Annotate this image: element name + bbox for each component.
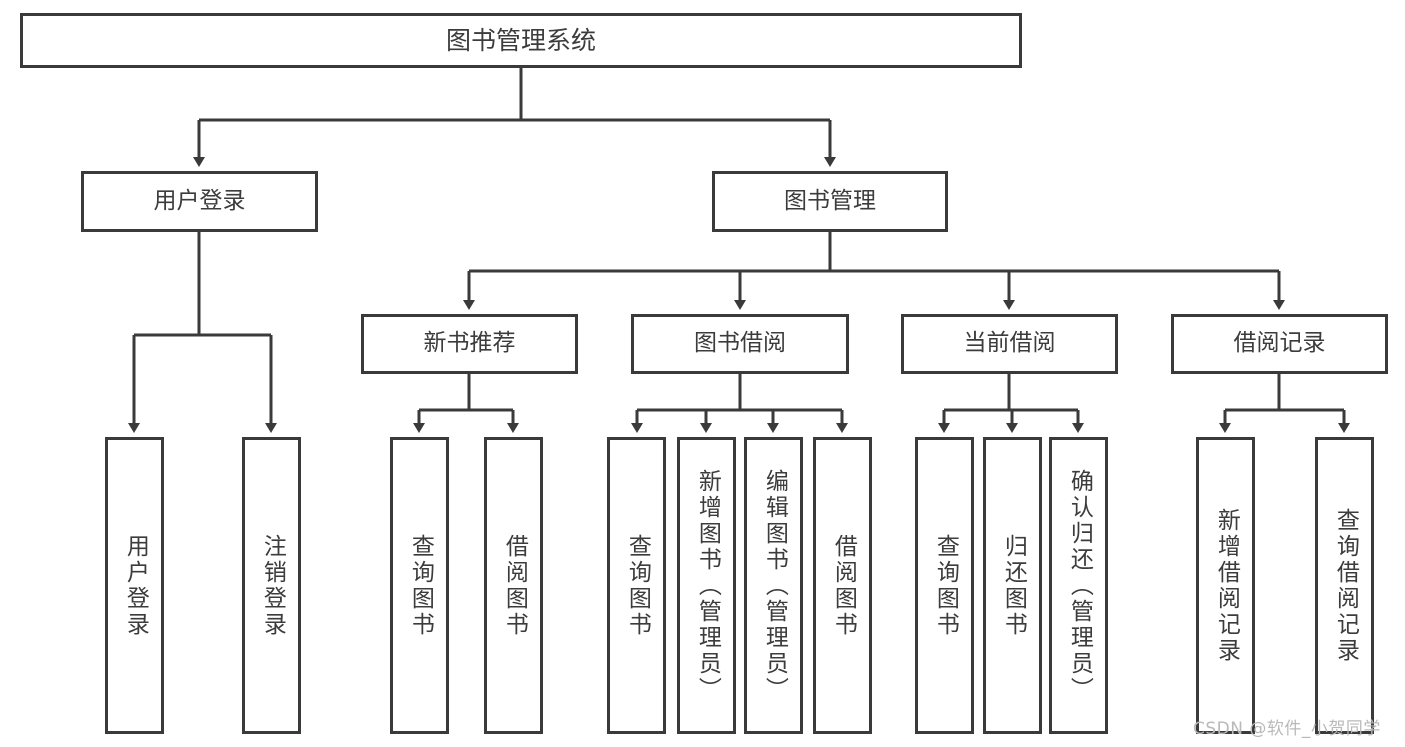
node-label: 查询借阅记录: [1332, 507, 1359, 664]
watermark: CSDN @软件_小贺同学: [1193, 719, 1381, 739]
leaf-user-login[interactable]: 用户登录: [105, 437, 164, 734]
node-label: 新增图书（管理员）: [694, 468, 721, 703]
node-book-borrow[interactable]: 图书借阅: [631, 314, 849, 374]
node-label: 编辑图书（管理员）: [761, 468, 788, 703]
leaf-borrow-book-recommend[interactable]: 借阅图书: [484, 437, 543, 734]
node-label: 确认归还（管理员）: [1066, 468, 1093, 703]
node-label: 查询图书: [407, 533, 434, 638]
node-label: 图书管理系统: [445, 25, 596, 55]
leaf-logout[interactable]: 注销登录: [242, 437, 301, 734]
node-label: 图书管理: [784, 187, 876, 214]
leaf-query-book-current[interactable]: 查询图书: [915, 437, 974, 734]
node-root-system[interactable]: 图书管理系统: [20, 13, 1022, 68]
leaf-add-book-admin[interactable]: 新增图书（管理员）: [677, 437, 736, 734]
node-label: 图书借阅: [694, 330, 786, 357]
node-label: 借阅记录: [1233, 330, 1326, 357]
node-label: 新书推荐: [423, 330, 516, 357]
node-new-book-recommend[interactable]: 新书推荐: [361, 314, 578, 374]
leaf-edit-book-admin[interactable]: 编辑图书（管理员）: [744, 437, 803, 734]
leaf-borrow-book[interactable]: 借阅图书: [813, 437, 872, 734]
leaf-query-book-recommend[interactable]: 查询图书: [390, 437, 449, 734]
leaf-confirm-return-admin[interactable]: 确认归还（管理员）: [1049, 437, 1108, 734]
node-label: 新增借阅记录: [1213, 507, 1240, 664]
leaf-return-book[interactable]: 归还图书: [983, 437, 1042, 734]
node-label: 归还图书: [1000, 533, 1027, 638]
node-book-management[interactable]: 图书管理: [712, 171, 948, 232]
node-label: 借阅图书: [501, 533, 528, 638]
node-label: 借阅图书: [830, 533, 857, 638]
node-label: 查询图书: [624, 533, 651, 638]
node-label: 注销登录: [259, 533, 286, 638]
node-user-login[interactable]: 用户登录: [81, 171, 318, 232]
leaf-query-book-borrow[interactable]: 查询图书: [607, 437, 666, 734]
node-borrow-record[interactable]: 借阅记录: [1171, 314, 1388, 374]
leaf-query-borrow-record[interactable]: 查询借阅记录: [1315, 437, 1374, 734]
node-label: 当前借阅: [963, 330, 1056, 357]
leaf-add-borrow-record[interactable]: 新增借阅记录: [1196, 437, 1255, 734]
node-label: 查询图书: [932, 533, 959, 638]
node-label: 用户登录: [122, 533, 149, 638]
node-label: 用户登录: [153, 187, 246, 214]
node-current-borrow[interactable]: 当前借阅: [901, 314, 1118, 374]
